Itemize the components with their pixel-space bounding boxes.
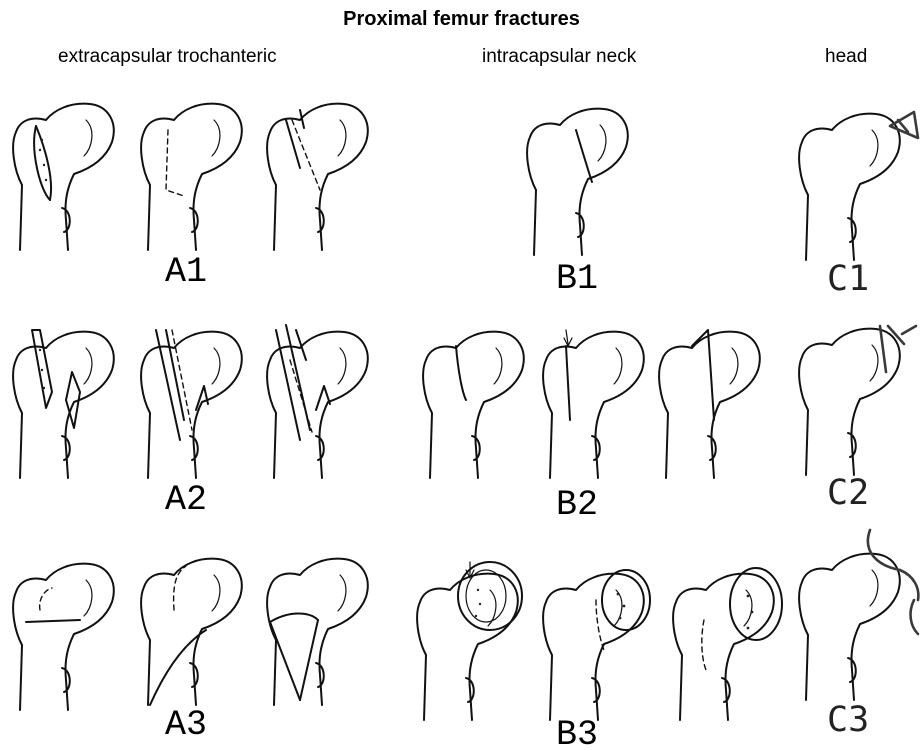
diagram-c1 (799, 112, 918, 260)
label-a3: A3 (165, 708, 207, 743)
diagram-a1-3 (267, 104, 368, 250)
diagram-c3 (799, 530, 918, 700)
diagram-b3-3 (673, 568, 782, 720)
label-c3: C3 (827, 703, 869, 738)
diagram-b1 (527, 109, 628, 255)
label-a2: A2 (165, 483, 207, 518)
diagram-b2-2 (543, 330, 644, 478)
diagram-a3-1 (13, 564, 114, 710)
diagram-a1-2 (141, 104, 242, 250)
diagram-b3-1 (417, 562, 522, 720)
diagram-a3-3 (267, 559, 368, 705)
diagram-b2-3 (659, 330, 760, 478)
label-a1: A1 (165, 255, 207, 290)
diagram-a1-1 (13, 104, 114, 250)
label-b2: B2 (556, 488, 598, 523)
diagram-a3-2 (141, 559, 242, 705)
diagram-a2-3 (267, 325, 368, 478)
diagram-a2-2 (141, 330, 242, 478)
label-b1: B1 (556, 262, 598, 297)
label-c1: C1 (827, 262, 869, 297)
diagram-b3-2 (543, 570, 650, 720)
label-c2: C2 (827, 476, 869, 511)
diagram-c2 (799, 326, 916, 475)
diagram-b2-1 (423, 332, 524, 478)
label-b3: B3 (556, 718, 598, 751)
diagram-a2-1 (13, 330, 114, 478)
